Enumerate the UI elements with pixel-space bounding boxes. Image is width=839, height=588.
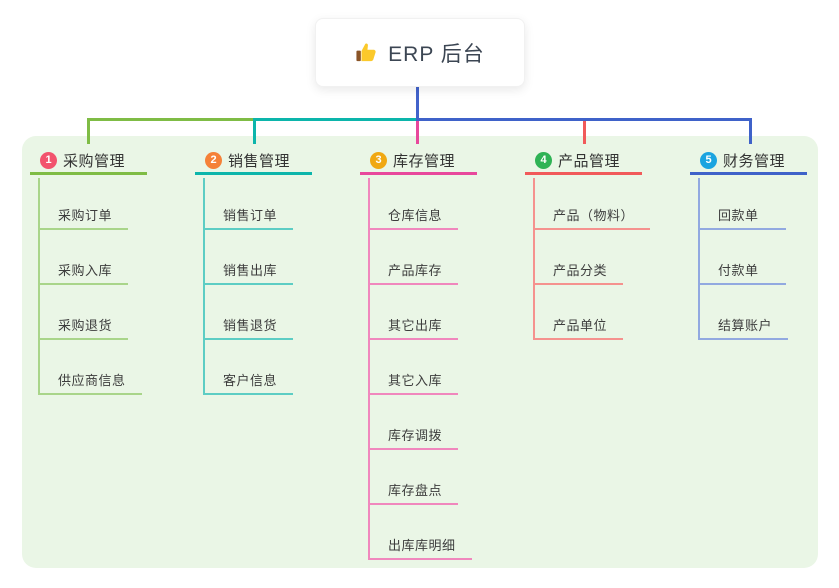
child-node[interactable]: 回款单 bbox=[698, 204, 786, 230]
connector-line bbox=[253, 118, 418, 121]
branch-number-badge: 1 bbox=[40, 151, 57, 169]
child-node[interactable]: 客户信息 bbox=[203, 369, 294, 395]
child-node[interactable]: 采购入库 bbox=[38, 259, 129, 285]
child-node[interactable]: 供应商信息 bbox=[38, 369, 142, 395]
child-node[interactable]: 出库库明细 bbox=[368, 534, 472, 560]
branch-child-connector bbox=[533, 178, 535, 340]
branch-node-4[interactable]: 4 产品管理 bbox=[525, 148, 642, 175]
child-node[interactable]: 产品库存 bbox=[368, 259, 459, 285]
connector-line bbox=[416, 85, 419, 121]
child-node[interactable]: 其它出库 bbox=[368, 314, 459, 340]
branch-number-badge: 5 bbox=[700, 151, 717, 169]
child-node[interactable]: 销售出库 bbox=[203, 259, 294, 285]
child-node[interactable]: 结算账户 bbox=[698, 314, 789, 340]
connector-line bbox=[749, 118, 752, 144]
connector-line bbox=[87, 118, 90, 144]
branch-node-3[interactable]: 3 库存管理 bbox=[360, 148, 477, 175]
child-node[interactable]: 仓库信息 bbox=[368, 204, 459, 230]
branch-number-badge: 3 bbox=[370, 151, 387, 169]
child-node[interactable]: 采购退货 bbox=[38, 314, 129, 340]
root-node[interactable]: ERP 后台 bbox=[315, 18, 525, 87]
branch-node-5[interactable]: 5 财务管理 bbox=[690, 148, 807, 175]
branches-panel bbox=[22, 136, 818, 568]
child-node[interactable]: 产品单位 bbox=[533, 314, 624, 340]
branch-label: 财务管理 bbox=[723, 152, 786, 170]
connector-line bbox=[253, 118, 256, 144]
branch-child-connector bbox=[203, 178, 205, 395]
child-node[interactable]: 采购订单 bbox=[38, 204, 129, 230]
connector-line bbox=[87, 118, 255, 121]
branch-node-1[interactable]: 1 采购管理 bbox=[30, 148, 147, 175]
child-node[interactable]: 付款单 bbox=[698, 259, 786, 285]
branch-label: 采购管理 bbox=[63, 152, 126, 170]
branch-label: 库存管理 bbox=[393, 152, 456, 170]
branch-label: 产品管理 bbox=[558, 152, 621, 170]
child-node[interactable]: 产品分类 bbox=[533, 259, 624, 285]
child-node[interactable]: 库存盘点 bbox=[368, 479, 459, 505]
connector-line bbox=[416, 118, 752, 121]
branch-node-2[interactable]: 2 销售管理 bbox=[195, 148, 312, 175]
connector-line bbox=[583, 121, 586, 144]
branch-child-connector bbox=[38, 178, 40, 395]
branch-number-badge: 2 bbox=[205, 151, 222, 169]
connector-line bbox=[416, 121, 419, 144]
child-node[interactable]: 其它入库 bbox=[368, 369, 459, 395]
branch-number-badge: 4 bbox=[535, 151, 552, 169]
child-node[interactable]: 库存调拨 bbox=[368, 424, 459, 450]
child-node[interactable]: 产品（物料） bbox=[533, 204, 651, 230]
branch-child-connector bbox=[368, 178, 370, 560]
child-node[interactable]: 销售退货 bbox=[203, 314, 294, 340]
thumbs-up-icon bbox=[355, 41, 378, 64]
branch-label: 销售管理 bbox=[228, 152, 291, 170]
child-node[interactable]: 销售订单 bbox=[203, 204, 294, 230]
branch-child-connector bbox=[698, 178, 700, 340]
root-title: ERP 后台 bbox=[388, 42, 485, 66]
